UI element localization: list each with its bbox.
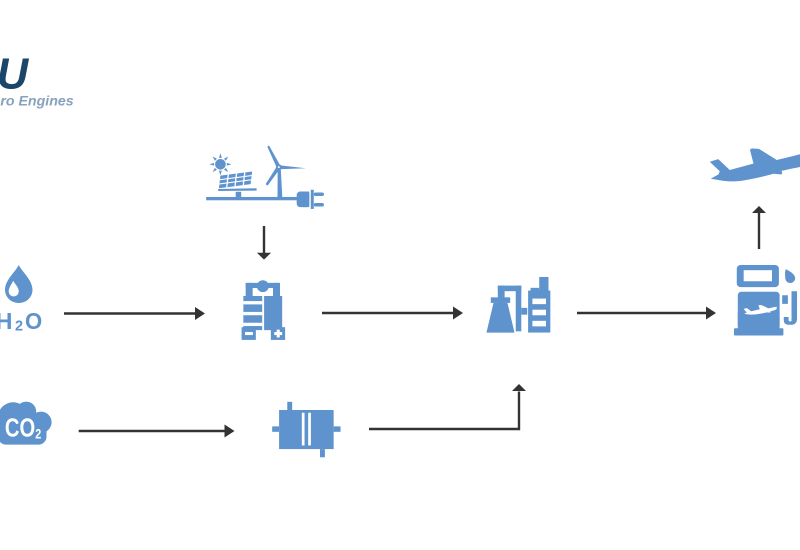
svg-text:Aero Engines: Aero Engines xyxy=(0,94,74,110)
svg-text:O: O xyxy=(25,308,42,334)
svg-text:2: 2 xyxy=(35,425,41,441)
svg-text:CO: CO xyxy=(5,412,35,442)
svg-text:MTU: MTU xyxy=(0,51,30,99)
svg-text:2: 2 xyxy=(15,319,23,335)
svg-text:H: H xyxy=(0,308,12,334)
